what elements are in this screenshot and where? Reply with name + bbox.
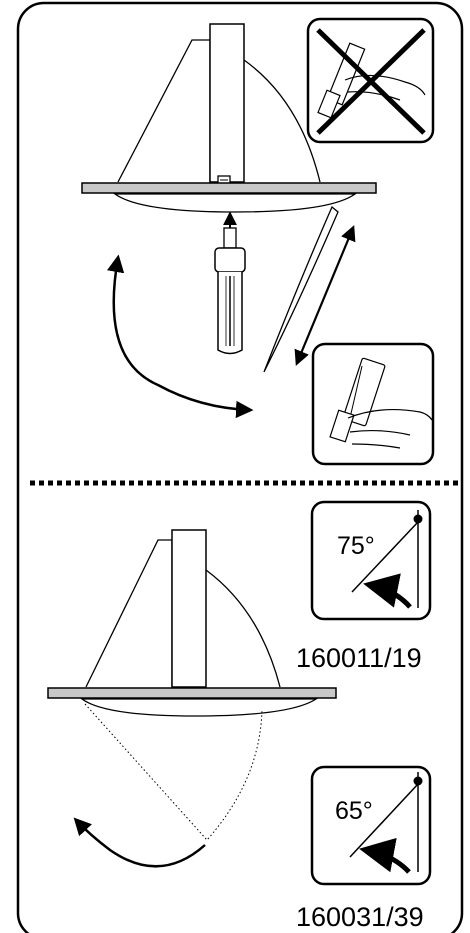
pivot-icon: [413, 776, 423, 786]
lamp-icon: [214, 211, 246, 355]
angle-label: 75°: [337, 532, 375, 560]
rotate-arrow: [73, 817, 206, 868]
angle-arrow-icon: [363, 573, 412, 609]
light-cover: [80, 698, 319, 717]
angle-arrow-icon: [359, 837, 411, 874]
hood-column: [171, 529, 207, 688]
hood-sail-right: [243, 59, 321, 183]
angle-panel-75: 75°: [310, 500, 432, 621]
do-not-touch-glass-panel: [306, 17, 435, 144]
outer-frame: [16, 1, 464, 933]
model-code: 160011/19: [296, 643, 422, 673]
model-code: 160031/39: [296, 902, 424, 932]
light-cover: [112, 193, 358, 213]
hood-column: [209, 23, 245, 183]
hand-holding-lamp-by-base-icon: [329, 357, 433, 449]
hood-shelf: [47, 687, 337, 699]
slide-arrow: [294, 225, 356, 366]
hood-sail-left: [85, 539, 173, 688]
rotate-arrow: [106, 254, 254, 419]
angle-panel-65: 65°: [310, 765, 432, 886]
hood-sail-left: [117, 39, 211, 183]
top-hood-diagram: [81, 23, 377, 419]
pivot-icon: [413, 514, 423, 524]
bottom-hood-diagram: [47, 529, 337, 868]
hood-sail-right: [205, 569, 281, 688]
hood-shelf: [81, 182, 377, 194]
swing-path: [84, 703, 263, 841]
angle-label: 65°: [335, 797, 373, 825]
crossed-out-hand-holding-lamp-icon: [316, 28, 426, 135]
correct-handling-panel: [311, 342, 435, 466]
